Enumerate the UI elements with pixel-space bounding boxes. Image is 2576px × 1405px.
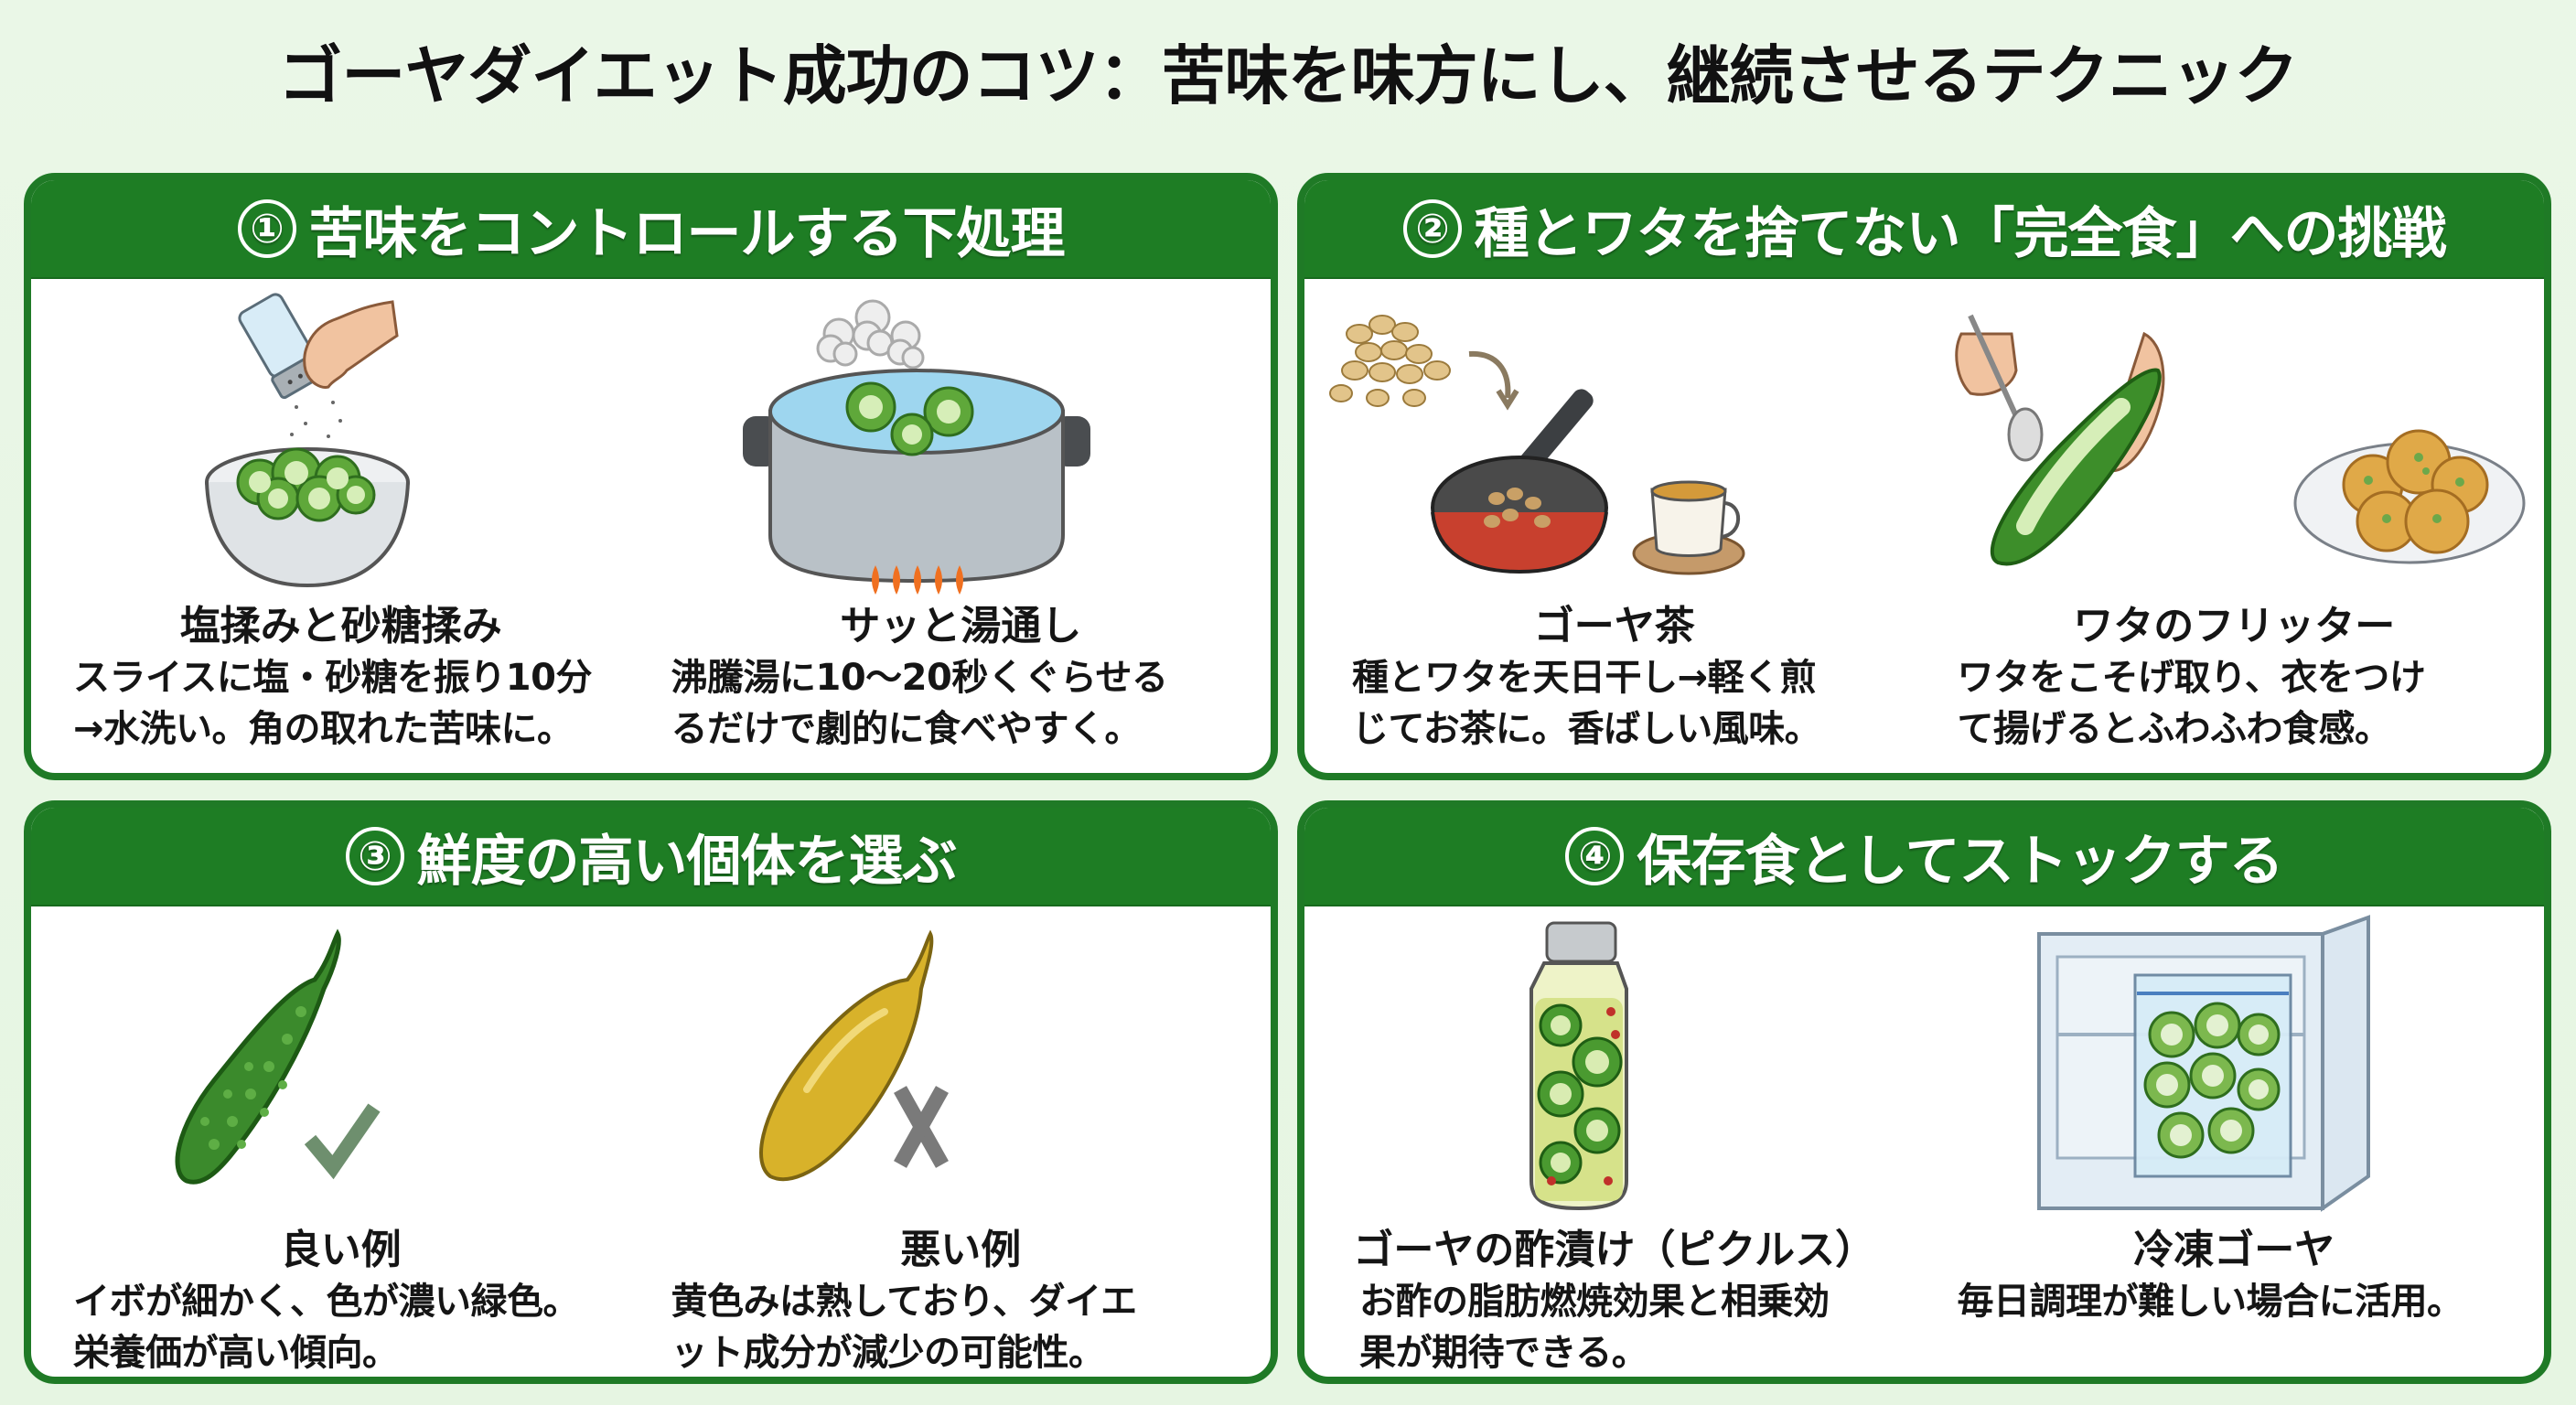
item-frozen-goya: 冷凍ゴーヤ 毎日調理が難しい場合に活用。	[1925, 906, 2545, 1377]
item-fritter: ワタのフリッター ワタをこそげ取り、衣をつけ て揚げるとふわふわ食感。	[1925, 279, 2545, 773]
fresh-goya-check-icon	[31, 906, 651, 1231]
freezer-bag-icon	[1925, 906, 2545, 1231]
item-bad-example: 悪い例 黄色みは熟しており、ダイエ ット成分が減少の可能性。	[651, 906, 1272, 1377]
step-number-badge: ①	[237, 199, 296, 258]
step-number-badge: ③	[345, 827, 404, 885]
item-title: 良い例	[280, 1227, 402, 1273]
yellow-goya-cross-icon	[651, 906, 1272, 1231]
item-description: お酢の脂肪燃焼効果と相乗効 果が期待できる。	[1359, 1281, 1830, 1374]
item-title: ワタのフリッター	[2073, 603, 2396, 649]
item-title: 塩揉みと砂糖揉み	[179, 603, 502, 649]
item-description: 毎日調理が難しい場合に活用。	[1957, 1281, 2464, 1323]
item-title: ゴーヤ茶	[1533, 603, 1695, 649]
step-number-badge: ②	[1402, 199, 1462, 258]
panel-heading: 種とワタを捨てない「完全食」への挑戦	[1474, 201, 2447, 266]
item-description: イボが細かく、色が濃い緑色。 栄養価が高い傾向。	[73, 1281, 580, 1374]
item-title: サッと湯通し	[840, 603, 1082, 649]
panel-heading: 鮮度の高い個体を選ぶ	[416, 829, 958, 894]
page-title: ゴーヤダイエット成功のコツ：苦味を味方にし、継続させるテクニック	[278, 38, 2298, 113]
item-description: スライスに塩・砂糖を振り10分 →水洗い。角の取れた苦味に。	[73, 657, 592, 750]
item-title: ゴーヤの酢漬け（ピクルス）	[1353, 1227, 1876, 1273]
pickle-jar-icon	[1304, 906, 1925, 1231]
panel-whole-food: ② 種とワタを捨てない「完全食」への挑戦	[1297, 173, 2551, 780]
panel-header: ① 苦味をコントロールする下処理	[31, 180, 1271, 279]
spoon-goya-fritter-icon	[1925, 279, 2545, 604]
item-blanching: サッと湯通し 沸騰湯に10〜20秒くぐらせる るだけで劇的に食べやすく。	[651, 279, 1272, 773]
panel-bitterness-control: ① 苦味をコントロールする下処理	[24, 173, 1278, 780]
item-salt-sugar-rub: 塩揉みと砂糖揉み スライスに塩・砂糖を振り10分 →水洗い。角の取れた苦味に。	[31, 279, 651, 773]
item-pickles: ゴーヤの酢漬け（ピクルス） お酢の脂肪燃焼効果と相乗効 果が期待できる。	[1304, 906, 1925, 1377]
item-description: 黄色みは熟しており、ダイエ ット成分が減少の可能性。	[671, 1281, 1138, 1374]
item-title: 冷凍ゴーヤ	[2133, 1227, 2335, 1273]
panel-preservation: ④ 保存食としてストックする ゴーヤの酢漬け（ピクルス） お酢の脂肪燃焼効果	[1297, 800, 2551, 1384]
item-description: ワタをこそげ取り、衣をつけ て揚げるとふわふわ食感。	[1957, 657, 2426, 750]
item-description: 沸騰湯に10〜20秒くぐらせる るだけで劇的に食べやすく。	[671, 657, 1169, 750]
salt-shaker-bowl-icon	[31, 279, 651, 604]
panel-header: ③ 鮮度の高い個体を選ぶ	[31, 808, 1271, 906]
panel-header: ④ 保存食としてストックする	[1304, 808, 2544, 906]
panel-choose-fresh: ③ 鮮度の高い個体を選ぶ 良い例 イボが細かく、色が濃い緑色。 栄養価が高い傾向…	[24, 800, 1278, 1384]
boiling-pot-icon	[651, 279, 1272, 604]
item-goya-tea: ゴーヤ茶 種とワタを天日干し→軽く煎 じてお茶に。香ばしい風味。	[1304, 279, 1925, 773]
item-good-example: 良い例 イボが細かく、色が濃い緑色。 栄養価が高い傾向。	[31, 906, 651, 1377]
panel-header: ② 種とワタを捨てない「完全食」への挑戦	[1304, 180, 2544, 279]
panel-heading: 苦味をコントロールする下処理	[308, 201, 1066, 266]
item-description: 種とワタを天日干し→軽く煎 じてお茶に。香ばしい風味。	[1352, 657, 1821, 750]
panel-heading: 保存食としてストックする	[1637, 829, 2283, 894]
seeds-pan-tea-icon	[1304, 279, 1925, 604]
step-number-badge: ④	[1565, 827, 1625, 885]
item-title: 悪い例	[900, 1227, 1022, 1273]
